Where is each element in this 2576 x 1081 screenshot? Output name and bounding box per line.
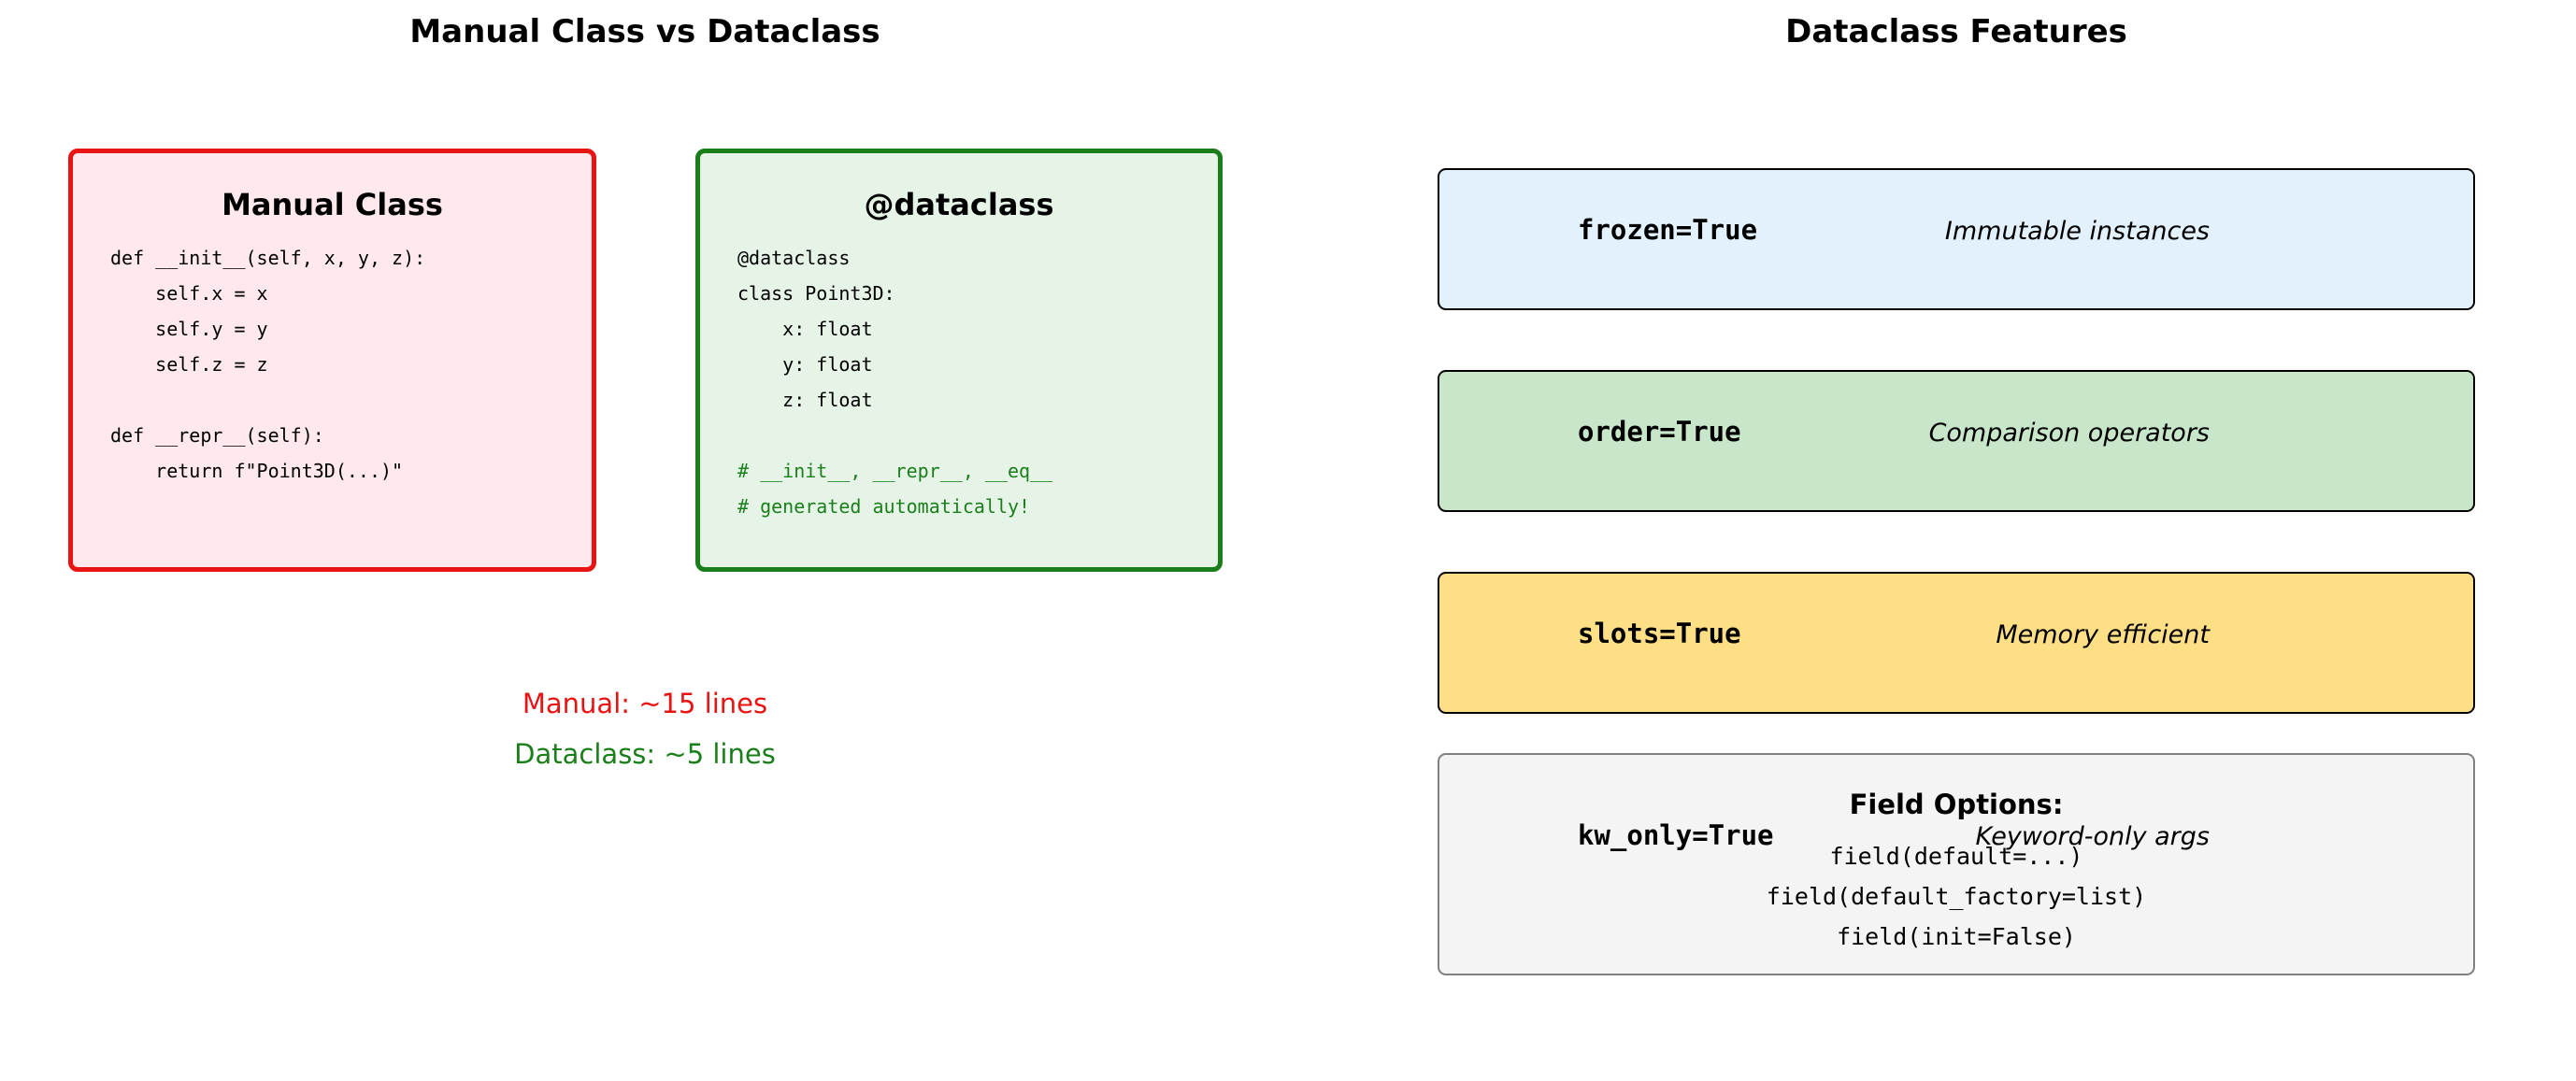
code-comment-line: # generated automatically! bbox=[737, 495, 1031, 518]
code-line: class Point3D: bbox=[737, 282, 895, 305]
code-line: def __repr__(self): bbox=[110, 424, 324, 447]
code-line: self.x = x bbox=[110, 282, 268, 305]
feature-key-kw-only: kw_only=True bbox=[1578, 819, 1774, 851]
feature-box-slots bbox=[1438, 572, 2475, 714]
dataclass-code: @dataclass class Point3D: x: float y: flo… bbox=[737, 240, 1052, 524]
code-line: def __init__(self, x, y, z): bbox=[110, 247, 426, 269]
dataclass-line-count: Dataclass: ~5 lines bbox=[514, 738, 776, 770]
right-section-title: Dataclass Features bbox=[1785, 13, 2127, 50]
manual-class-card: Manual Class def __init__(self, x, y, z)… bbox=[68, 149, 596, 572]
code-line: self.z = z bbox=[110, 353, 268, 376]
dataclass-card: @dataclass @dataclass class Point3D: x: f… bbox=[695, 149, 1223, 572]
code-line: return f"Point3D(...)" bbox=[110, 460, 404, 482]
feature-desc-kw-only: Keyword-only args bbox=[1975, 822, 2210, 851]
code-line bbox=[110, 382, 425, 418]
feature-key-slots: slots=True bbox=[1578, 618, 1741, 649]
feature-desc-order: Comparison operators bbox=[1928, 419, 2210, 448]
dataclass-title: @dataclass bbox=[864, 187, 1054, 222]
feature-box-order bbox=[1438, 370, 2475, 512]
field-option-init-false: field(init=False) bbox=[1837, 923, 2076, 950]
feature-box-frozen bbox=[1438, 168, 2475, 310]
code-comment-line: # __init__, __repr__, __eq__ bbox=[737, 460, 1053, 482]
field-option-default: field(default=...) bbox=[1829, 843, 2083, 870]
code-line: x: float bbox=[737, 318, 873, 340]
feature-desc-slots: Memory efficient bbox=[1996, 620, 2210, 649]
feature-key-order: order=True bbox=[1578, 416, 1741, 448]
manual-class-code: def __init__(self, x, y, z): self.x = x … bbox=[110, 240, 425, 489]
manual-class-title: Manual Class bbox=[222, 187, 443, 222]
field-option-default-factory: field(default_factory=list) bbox=[1766, 883, 2147, 910]
field-options-title: Field Options: bbox=[1849, 789, 2064, 820]
manual-line-count: Manual: ~15 lines bbox=[522, 688, 768, 719]
code-line bbox=[737, 418, 1052, 453]
feature-desc-frozen: Immutable instances bbox=[1944, 217, 2210, 246]
code-line: self.y = y bbox=[110, 318, 268, 340]
code-line: @dataclass bbox=[737, 247, 851, 269]
left-section-title: Manual Class vs Dataclass bbox=[409, 13, 880, 50]
feature-key-frozen: frozen=True bbox=[1578, 214, 1758, 246]
code-line: z: float bbox=[737, 389, 873, 411]
code-line: y: float bbox=[737, 353, 873, 376]
field-options-box bbox=[1438, 753, 2475, 975]
